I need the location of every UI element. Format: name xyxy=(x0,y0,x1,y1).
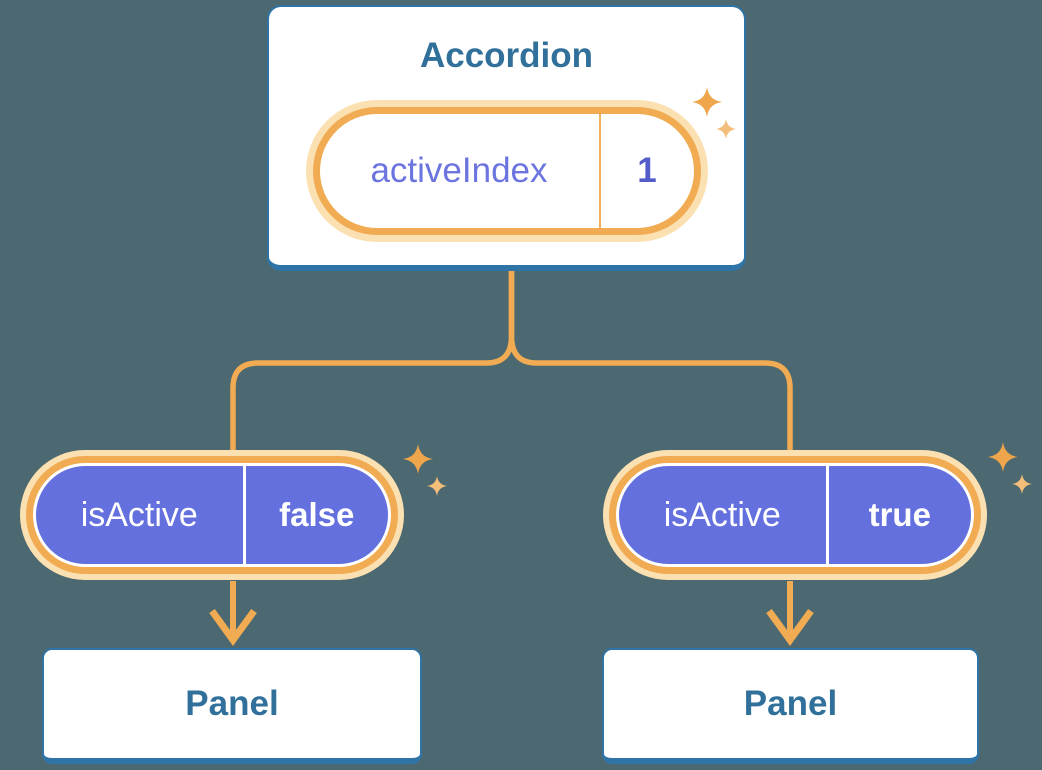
accordion-card: Accordion activeIndex 1 xyxy=(267,5,746,271)
prop-pill-glow: isActive true xyxy=(603,450,987,580)
prop-pill-label: isActive xyxy=(619,466,826,564)
prop-pill-body: isActive true xyxy=(616,463,974,567)
sparkle-icon xyxy=(403,444,447,496)
prop-pill-value: false xyxy=(245,466,388,564)
arrow-down-icon xyxy=(766,581,814,646)
prop-pill-true: isActive true xyxy=(603,450,987,580)
fork-connector-lines xyxy=(230,269,793,452)
prop-pill-ring: isActive true xyxy=(609,456,981,574)
state-pill-label: activeIndex xyxy=(370,150,548,190)
state-pill-glow: activeIndex 1 xyxy=(305,99,708,242)
panel-title: Panel xyxy=(185,683,279,723)
sparkle-icon xyxy=(692,87,736,139)
prop-pill-glow: isActive false xyxy=(20,450,404,580)
sparkle-icon xyxy=(988,442,1032,494)
panel-card-right: Panel xyxy=(602,648,979,764)
panel-card-left: Panel xyxy=(42,648,422,764)
accordion-title: Accordion xyxy=(419,36,594,75)
prop-pill-body: isActive false xyxy=(33,463,391,567)
panel-title: Panel xyxy=(743,683,838,723)
arrow-down-icon xyxy=(209,581,257,646)
prop-pill-false: isActive false xyxy=(20,450,404,580)
prop-pill-value: true xyxy=(828,466,971,564)
state-pill-body: activeIndex 1 xyxy=(319,113,694,228)
prop-pill-ring: isActive false xyxy=(26,456,398,574)
prop-pill-label: isActive xyxy=(36,466,243,564)
state-pill: activeIndex 1 xyxy=(305,99,708,242)
state-pill-value: 1 xyxy=(598,113,694,228)
state-pill-ring: activeIndex 1 xyxy=(312,106,701,235)
